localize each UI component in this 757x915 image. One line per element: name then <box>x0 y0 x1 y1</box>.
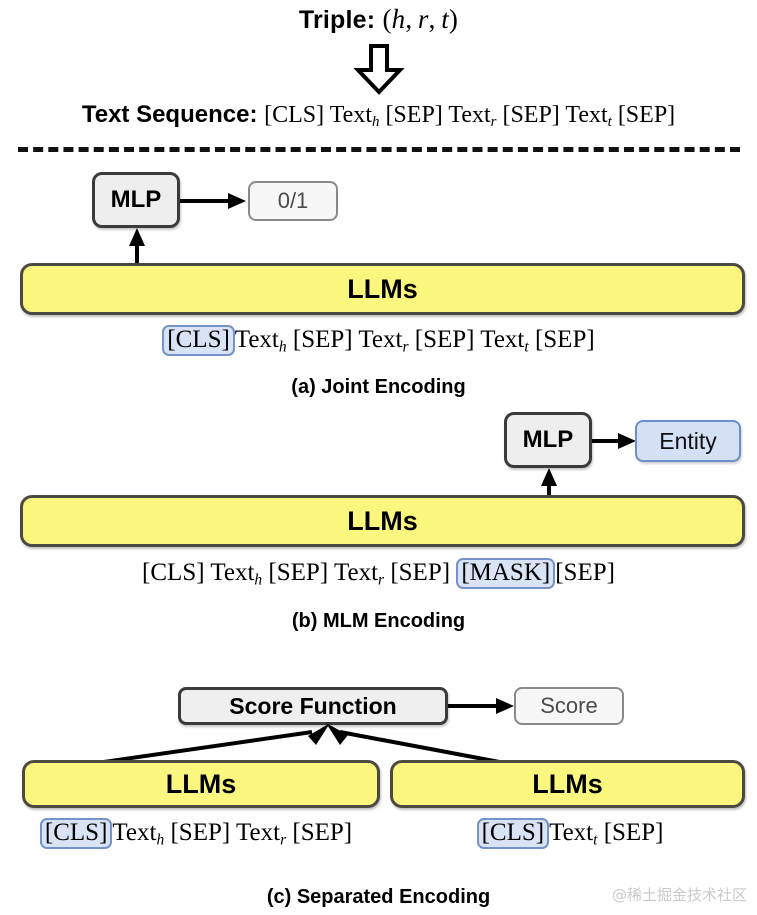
panel-c-converging-arrows <box>89 723 511 766</box>
panel-b-sequence-suffix: [SEP] <box>555 559 615 586</box>
block-down-arrow-icon <box>352 44 406 99</box>
triple-header: Triple: (h, r, t) <box>0 4 757 35</box>
panel-a-llm-label: LLMs <box>347 273 418 304</box>
panel-b-llm-box[interactable]: LLMs <box>20 495 745 547</box>
panel-b-caption: (b) MLM Encoding <box>291 610 466 632</box>
panel-c-caption: (c) Separated Encoding <box>266 886 491 908</box>
panel-b-mask-token[interactable]: [MASK] <box>456 558 556 589</box>
panel-b-sequence-prefix: [CLS] Texth [SEP] Textr [SEP] <box>142 559 457 589</box>
panel-c-left-sequence: [CLS]Texth [SEP] Textr [SEP] <box>6 818 386 849</box>
panel-c-score-arrow <box>448 698 514 714</box>
panel-a-cls-token[interactable]: [CLS] <box>162 325 235 356</box>
panel-c-output-label: Score <box>540 693 598 718</box>
panel-c-right-sequence-rest: Textt [SEP] <box>549 819 664 849</box>
panel-a-sequence-rest: Texth [SEP] Textr [SEP] Textt [SEP] <box>234 326 595 356</box>
panel-a-sequence: [CLS]Texth [SEP] Textr [SEP] Textt [SEP] <box>0 325 757 356</box>
panel-a-output-label: 0/1 <box>277 188 309 213</box>
panel-a-mlp-label: MLP <box>110 186 162 213</box>
watermark: @稀土掘金技术社区 <box>611 886 747 904</box>
panel-c-right-cls-token[interactable]: [CLS] <box>476 818 550 849</box>
panel-c-right-llm-box[interactable]: LLMs <box>390 760 745 808</box>
panel-c-left-llm-label: LLMs <box>165 768 237 799</box>
panel-c-score-function-box[interactable]: Score Function <box>178 687 448 725</box>
panel-c-left-llm-box[interactable]: LLMs <box>22 760 380 808</box>
panel-c-score-function-label: Score Function <box>229 692 397 719</box>
panel-c-output-box[interactable]: Score <box>514 687 624 725</box>
panel-c-left-sequence-rest: Texth [SEP] Textr [SEP] <box>112 819 353 849</box>
text-sequence-tokens: [CLS] Texth [SEP] Textr [SEP] Textt [SEP… <box>264 102 676 131</box>
panel-b-entity-label: Entity <box>659 427 717 454</box>
panel-b-mlp-to-entity-arrow <box>592 433 636 449</box>
panel-b-llm-label: LLMs <box>347 505 418 536</box>
section-divider <box>18 147 740 152</box>
triple-expression: (h, r, t) <box>382 4 459 34</box>
panel-c-right-llm-label: LLMs <box>532 768 603 799</box>
panel-a-llm-box[interactable]: LLMs <box>20 263 745 315</box>
panel-b-mlp-label: MLP <box>522 426 574 453</box>
text-sequence-header: Text Sequence: [CLS] Texth [SEP] Textr [… <box>0 101 757 131</box>
panel-c-left-cls-token[interactable]: [CLS] <box>39 818 113 849</box>
text-sequence-label: Text Sequence: <box>81 101 258 128</box>
panel-b-entity-box[interactable]: Entity <box>635 420 741 462</box>
panel-a-llm-to-mlp-arrow <box>129 228 145 268</box>
panel-c-right-sequence: [CLS]Textt [SEP] <box>400 818 740 849</box>
panel-a-output-box[interactable]: 0/1 <box>248 181 338 221</box>
panel-a-mlp-box[interactable]: MLP <box>92 172 180 228</box>
panel-a-caption: (a) Joint Encoding <box>291 376 466 398</box>
panel-b-mlp-box[interactable]: MLP <box>504 412 592 468</box>
panel-a-mlp-to-output-arrow <box>180 193 246 209</box>
triple-label: Triple: <box>298 6 376 34</box>
panel-b-sequence: [CLS] Texth [SEP] Textr [SEP] [MASK][SEP… <box>0 558 757 589</box>
